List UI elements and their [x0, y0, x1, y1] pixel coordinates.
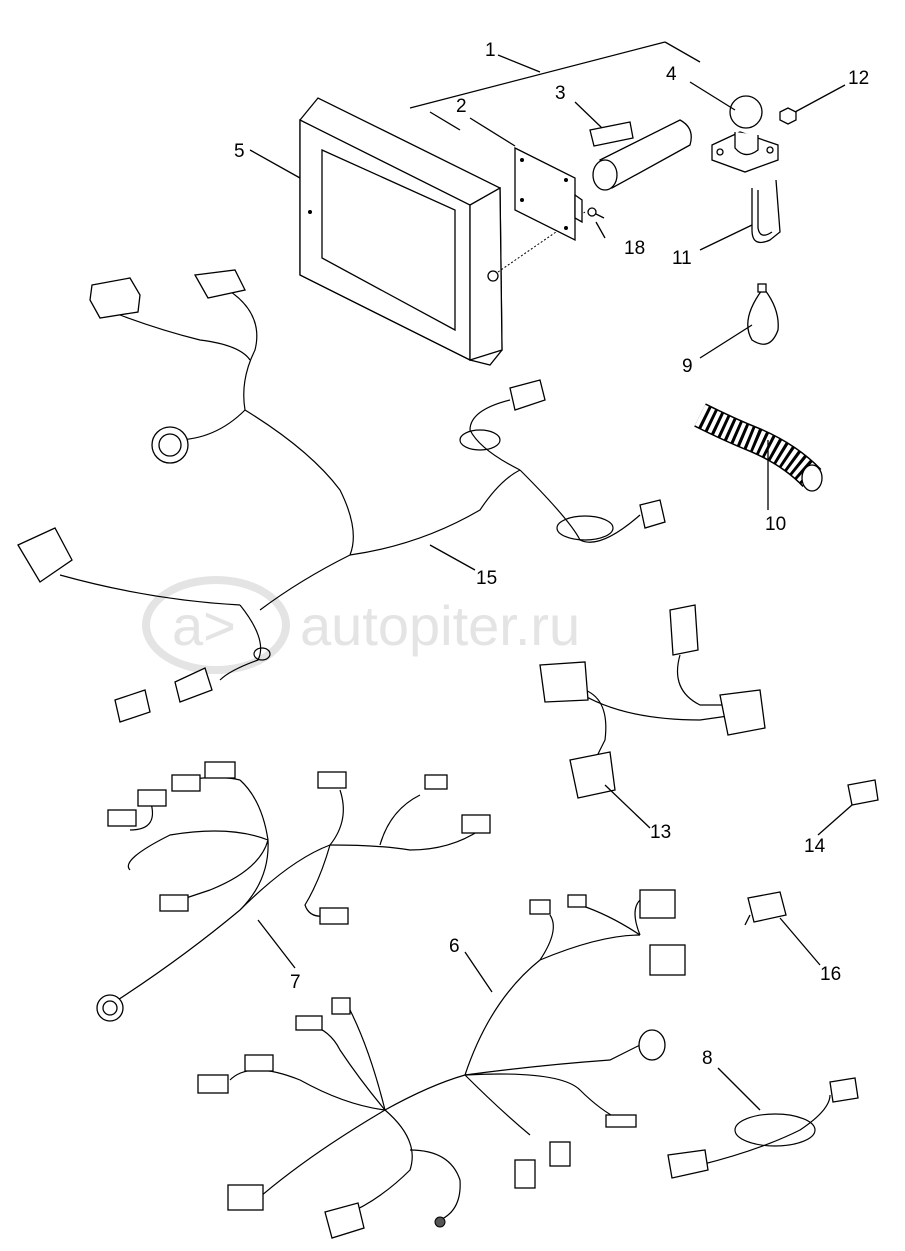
connector-14 — [847, 779, 879, 806]
callout-6: 6 — [449, 936, 460, 957]
display-unit — [299, 97, 586, 366]
harness-15 — [17, 269, 666, 723]
connector-16 — [744, 891, 787, 926]
callout-13: 13 — [650, 822, 671, 843]
callout-8: 8 — [702, 1048, 713, 1069]
callout-18: 18 — [624, 238, 645, 259]
callout-3: 3 — [555, 83, 566, 104]
u-bolt — [751, 179, 781, 244]
harness-6 — [197, 889, 686, 1239]
screw — [587, 207, 605, 219]
callout-1: 1 — [485, 40, 496, 61]
callout-14: 14 — [804, 836, 826, 857]
callout-16: 16 — [820, 964, 841, 985]
callout-10: 10 — [765, 514, 786, 535]
callout-labels: 1 2 3 4 5 6 7 8 9 10 11 12 13 14 15 16 1… — [234, 40, 869, 1069]
callout-5: 5 — [234, 141, 245, 162]
cable-8 — [667, 1077, 859, 1179]
mount-arm — [589, 119, 692, 191]
callout-15: 15 — [476, 568, 497, 589]
watermark-logo: a> — [172, 594, 236, 657]
callout-12: 12 — [848, 68, 869, 89]
mount-plate — [514, 146, 583, 242]
harness-13 — [539, 604, 766, 799]
callout-2: 2 — [456, 96, 467, 117]
callout-7: 7 — [290, 972, 301, 993]
watermark-site: autopiter.ru — [300, 594, 580, 657]
callout-11: 11 — [672, 248, 692, 269]
ball-mount — [711, 95, 779, 173]
harness-7 — [96, 761, 491, 1022]
cable-tie — [747, 283, 779, 345]
callout-4: 4 — [666, 64, 677, 85]
watermark: a> autopiter.ru — [142, 576, 580, 674]
leader-lines — [249, 41, 853, 1111]
nut — [779, 107, 797, 125]
conduit — [694, 403, 823, 492]
callout-9: 9 — [682, 356, 693, 377]
